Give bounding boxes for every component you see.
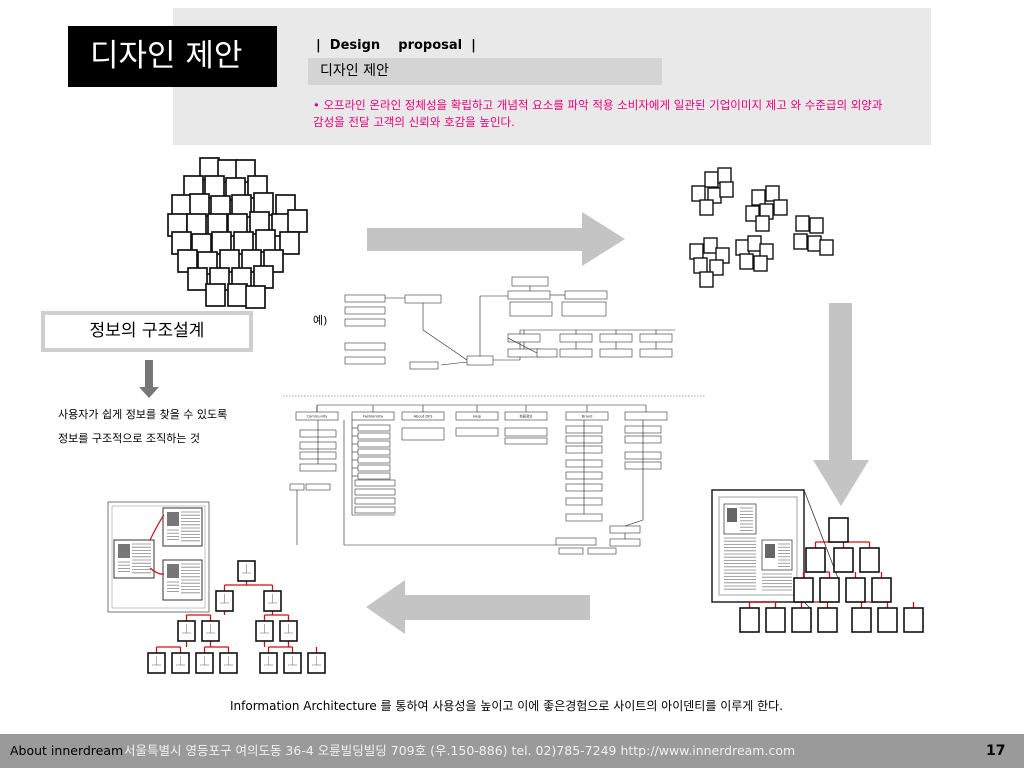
hierarchy-tree-small xyxy=(147,560,326,674)
sitemap-diagram: Community Fashionista About DFS Help 회원정보 Bra… xyxy=(289,276,675,555)
footer-brand: About innerdream xyxy=(10,743,124,758)
footer-bar: About innerdream 서울특별시 영등포구 여의도동 36-4 오륜… xyxy=(0,734,1024,768)
page-layout-illustration xyxy=(107,501,210,613)
arrow-down-icon xyxy=(813,303,869,506)
info-structure-box: 정보의 구조설계 xyxy=(41,311,253,352)
info-desc-line-2: 정보를 구조적으로 조직하는 것 xyxy=(58,432,201,445)
arrow-left-icon xyxy=(366,580,590,634)
svg-text:Fashionista: Fashionista xyxy=(363,414,383,418)
arrow-right-icon xyxy=(367,212,625,266)
svg-text:About DFS: About DFS xyxy=(414,414,434,418)
footer-address: 서울특별시 영등포구 여의도동 36-4 오륜빌딩빌딩 709호 (우.150-… xyxy=(124,743,796,758)
page-layout-large xyxy=(711,489,839,609)
grouped-pages-clusters xyxy=(689,167,834,288)
unorganized-pages-cloud xyxy=(167,157,308,309)
ia-caption: Information Architecture 를 통하여 사용성을 높이고 … xyxy=(230,699,784,713)
svg-text:Brand: Brand xyxy=(582,414,593,418)
page-title: 디자인 제안 xyxy=(68,26,277,87)
svg-text:회원정보: 회원정보 xyxy=(519,413,533,418)
section-label: | Design proposal | xyxy=(316,38,476,53)
info-structure-desc: 사용자가 쉽게 정보를 찾을 수 있도록 정보를 구조적으로 조직하는 것 xyxy=(58,403,227,451)
subtitle-bar: 디자인 제안 xyxy=(308,58,662,85)
svg-text:Community: Community xyxy=(307,414,329,418)
page-number: 17 xyxy=(986,743,1006,759)
example-label: 예) xyxy=(313,314,328,327)
svg-text:Help: Help xyxy=(473,414,482,418)
info-desc-line-1: 사용자가 쉽게 정보를 찾을 수 있도록 xyxy=(58,408,228,421)
hierarchy-tree-large xyxy=(739,517,924,633)
arrow-down-small-icon xyxy=(139,360,159,398)
description-text: • 오프라인 온라인 정체성을 확립하고 개념적 요소를 파악 적용 소비자에게… xyxy=(313,98,883,129)
